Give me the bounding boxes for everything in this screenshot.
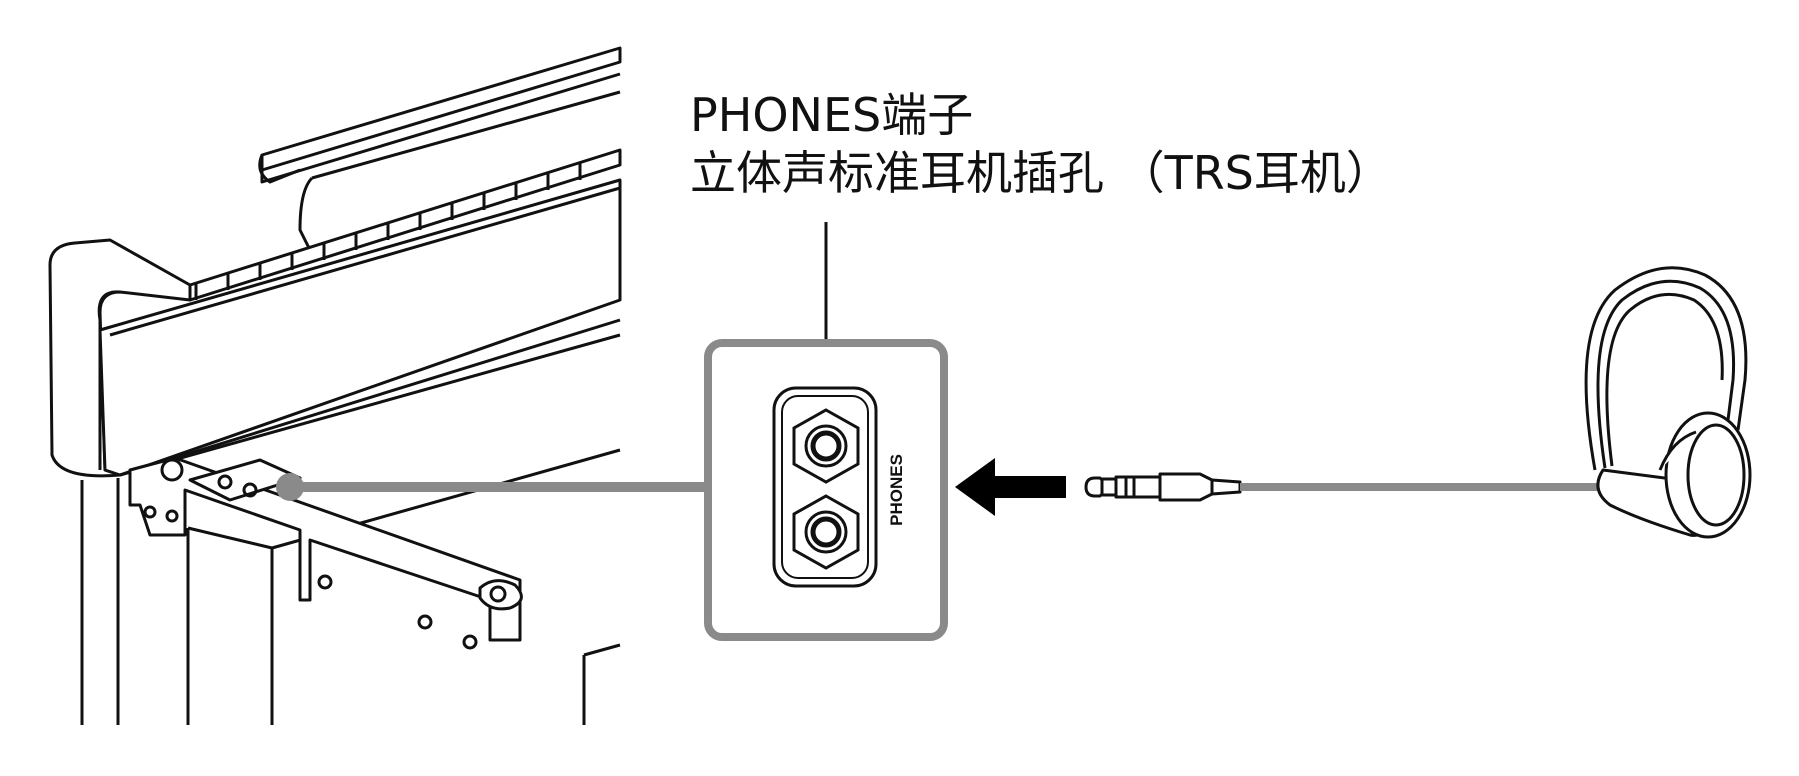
phones-jack-lower xyxy=(792,494,860,570)
callout-line-2: 立体声标准耳机插孔 （TRS耳机） xyxy=(690,146,1392,200)
callout-text: PHONES端子 立体声标准耳机插孔 （TRS耳机） xyxy=(690,86,1392,202)
callout-line-1: PHONES端子 xyxy=(690,88,974,142)
connector-line xyxy=(276,473,706,501)
headphone-plug xyxy=(1084,472,1242,502)
headphones-icon xyxy=(1584,266,1752,539)
phones-jack-panel: PHONES xyxy=(704,339,948,641)
phones-jack-upper xyxy=(792,408,860,484)
piano-illustration xyxy=(48,46,622,725)
insert-arrow-icon xyxy=(955,458,1066,516)
phones-jack-label: PHONES xyxy=(887,454,906,526)
